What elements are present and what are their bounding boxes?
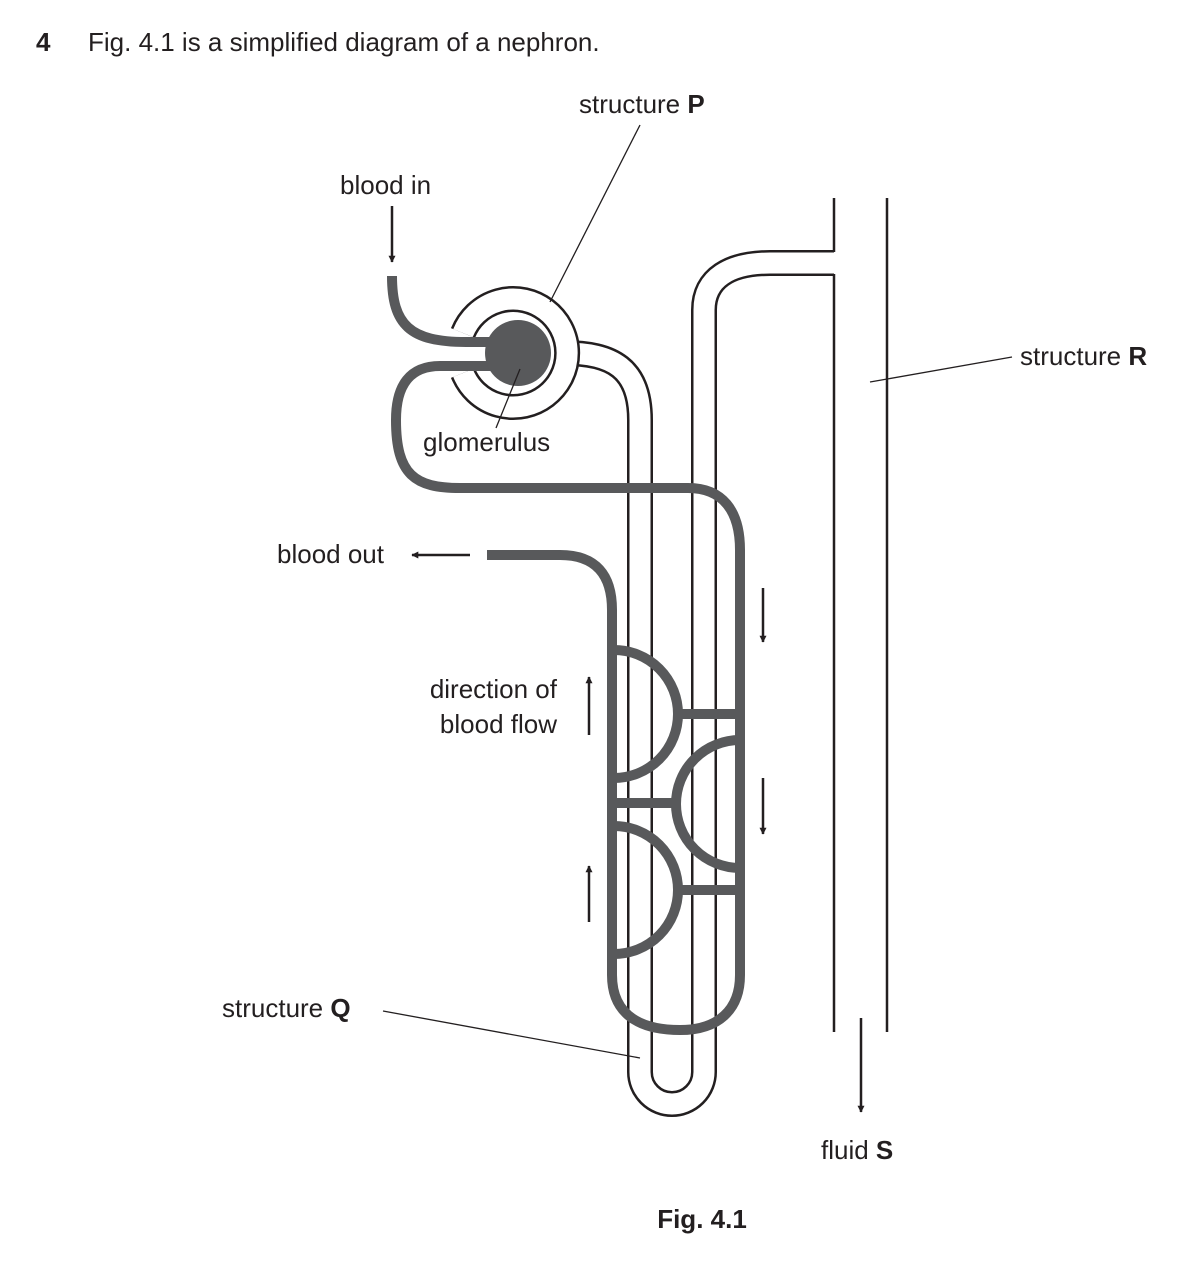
question-number: 4: [36, 27, 51, 57]
label-blood-out: blood out: [277, 539, 385, 569]
capsule-inner: [453, 288, 578, 418]
label-structure-p: structure P: [579, 89, 705, 119]
question-text: Fig. 4.1 is a simplified diagram of a ne…: [88, 27, 600, 57]
flow-arrows: [388, 206, 865, 1113]
glomerulus: [485, 320, 551, 386]
pointer-glomerulus: [495, 368, 521, 429]
collecting-duct: [832, 198, 889, 1032]
pointer-structure-r: [869, 356, 1013, 383]
label-direction-line1: direction of: [430, 674, 558, 704]
blood-vessels: [387, 275, 745, 1035]
capillary-up-1: [671, 735, 741, 873]
label-structure-r: structure R: [1020, 341, 1147, 371]
afferent-arteriole: [387, 275, 508, 347]
label-direction-line2: blood flow: [440, 709, 557, 739]
renal-tubule: [563, 250, 836, 1117]
pointer-structure-q: [382, 1010, 641, 1059]
label-glomerulus: glomerulus: [423, 427, 550, 457]
question-line: 4 Fig. 4.1 is a simplified diagram of a n…: [36, 26, 600, 58]
label-structure-q: structure Q: [222, 993, 351, 1023]
label-fluid-s: fluid S: [821, 1135, 893, 1165]
venule-to-blood-out: [487, 550, 681, 1035]
pointer-structure-p: [549, 124, 641, 303]
figure-caption: Fig. 4.1: [657, 1204, 747, 1234]
bowmans-capsule: [450, 286, 581, 420]
tubule-lumen: [563, 252, 836, 1115]
label-blood-in: blood in: [340, 170, 431, 200]
label-pointers: [382, 124, 1013, 1059]
efferent-arteriole: [390, 361, 745, 1035]
